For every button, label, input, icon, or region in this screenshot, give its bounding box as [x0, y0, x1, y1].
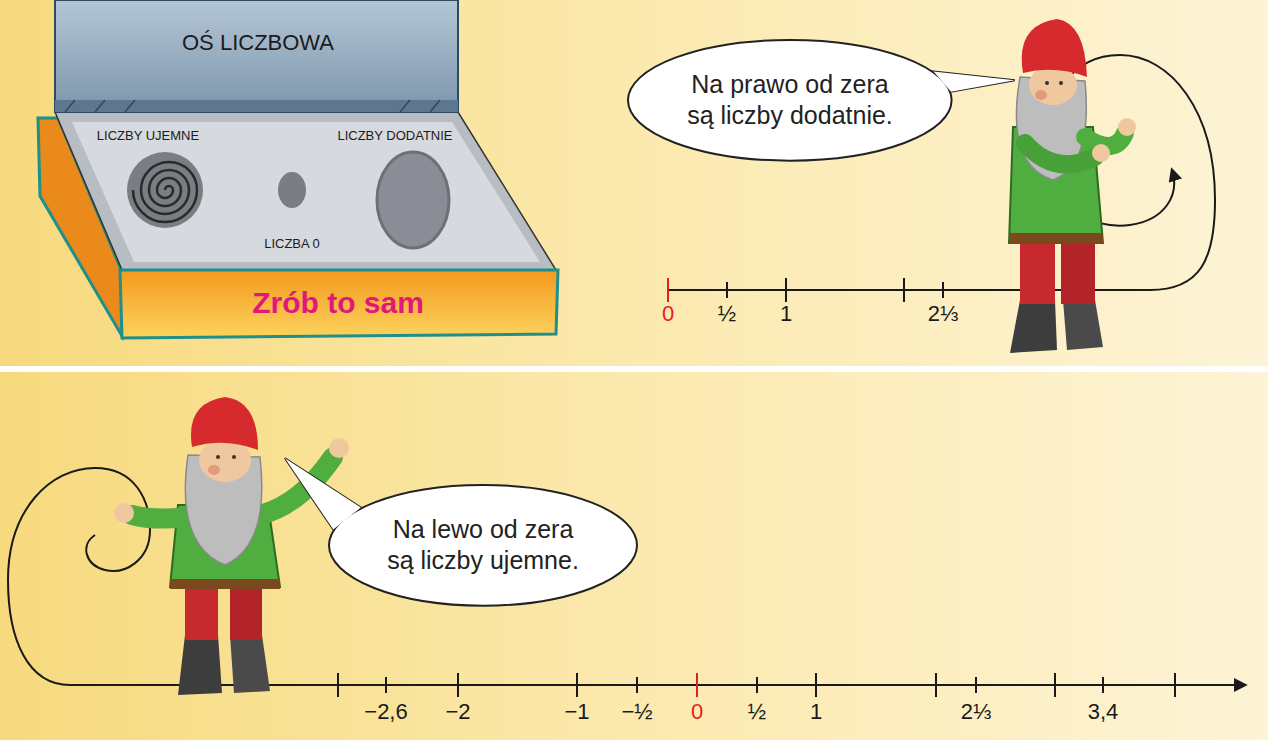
hand: [329, 438, 349, 458]
tick: [337, 673, 339, 697]
bubble-ellipse: [329, 485, 637, 606]
bubble-text: Na lewo od zera są liczby ujemne.: [383, 514, 583, 577]
tick: [1174, 673, 1176, 697]
tick: [385, 677, 387, 693]
eye: [1059, 81, 1063, 85]
speech-bubble: Na lewo od zera są liczby ujemne.: [328, 484, 638, 607]
top-panel: [0, 0, 1268, 366]
leg: [1061, 240, 1095, 304]
tick: [815, 673, 817, 697]
eye: [1045, 81, 1049, 85]
tick-label: 0: [662, 302, 674, 326]
speech-bubble: Na prawo od zera są liczby dodatnie.: [627, 39, 953, 162]
negative-icon: [127, 152, 203, 228]
tick: [935, 673, 937, 697]
tick-label: 2⅓: [961, 700, 992, 724]
kit-box-drawing: [38, 0, 558, 338]
tick: [942, 282, 944, 298]
gnome-figure: [114, 397, 349, 695]
tick: [785, 278, 787, 302]
tick: [636, 677, 638, 693]
bubble-outline: [328, 484, 638, 607]
kit-box: OŚ LICZBOWA LICZBY UJEMNE LICZBY DODATNIE L…: [38, 0, 560, 340]
hat: [191, 397, 258, 450]
tick: [903, 278, 905, 302]
lid-edge: [55, 100, 458, 112]
tick: [576, 673, 578, 697]
tick-label: ½: [748, 700, 766, 724]
zero-icon: [278, 172, 306, 208]
boot: [1010, 300, 1057, 353]
hat: [1022, 19, 1087, 77]
nose: [208, 465, 220, 475]
boot: [178, 635, 222, 695]
lid-hatch: [65, 100, 440, 112]
belt: [170, 579, 280, 589]
bubble-tail-fill: [934, 71, 1015, 91]
tick: [1102, 677, 1104, 693]
arm: [132, 515, 185, 519]
gnome-figure: [1009, 19, 1136, 353]
tick-label: 1: [810, 700, 822, 724]
tick: [457, 673, 459, 697]
box-front: [120, 270, 558, 338]
tick: [726, 282, 728, 298]
tick-label: 1: [780, 302, 792, 326]
belt: [1009, 233, 1103, 243]
tick-zero: [696, 673, 698, 697]
tick-marks: [338, 673, 1175, 697]
arm: [1025, 143, 1095, 164]
box-front-label: Zrób to sam: [252, 285, 424, 321]
box-inside: [55, 112, 556, 270]
bubble-ellipse: [628, 40, 952, 161]
boot: [1063, 300, 1103, 350]
hand: [114, 503, 134, 523]
bottom-panel: [0, 372, 1268, 740]
tick: [975, 677, 977, 693]
box-lid: [55, 0, 458, 112]
leg: [1020, 240, 1055, 304]
tick-zero: [667, 278, 669, 302]
arm: [1085, 133, 1125, 146]
tick-label: −½: [621, 700, 652, 724]
bubble-text: Na prawo od zera są liczby dodatnie.: [684, 69, 896, 132]
panel-label: LICZBY UJEMNE: [97, 128, 199, 144]
tick-label: ½: [718, 302, 736, 326]
tick: [756, 677, 758, 693]
bubble-outline: [627, 39, 953, 162]
hand: [1092, 144, 1110, 162]
tick-label: 2⅓: [928, 302, 959, 326]
tick-label: 0: [691, 700, 703, 724]
panel-label: LICZBA 0: [264, 236, 320, 252]
tick-label: −2,6: [364, 700, 407, 724]
panel-label: LICZBY DODATNIE: [337, 128, 452, 144]
nose: [1035, 90, 1047, 100]
bubble-tail-fill: [285, 458, 361, 529]
eye: [232, 455, 236, 459]
box-title: OŚ LICZBOWA: [182, 30, 334, 56]
box-panel: [72, 122, 540, 262]
positive-icon: [377, 152, 449, 248]
boot: [230, 635, 270, 693]
tick-label: −2: [445, 700, 470, 724]
hand: [1118, 118, 1136, 136]
tick: [1054, 673, 1056, 697]
tick-label: −1: [564, 700, 589, 724]
eye: [216, 455, 220, 459]
tick-marks: [668, 278, 943, 302]
panel-divider: [0, 366, 1268, 372]
spiral-icon: [133, 162, 197, 222]
tick-label: 3,4: [1088, 700, 1119, 724]
